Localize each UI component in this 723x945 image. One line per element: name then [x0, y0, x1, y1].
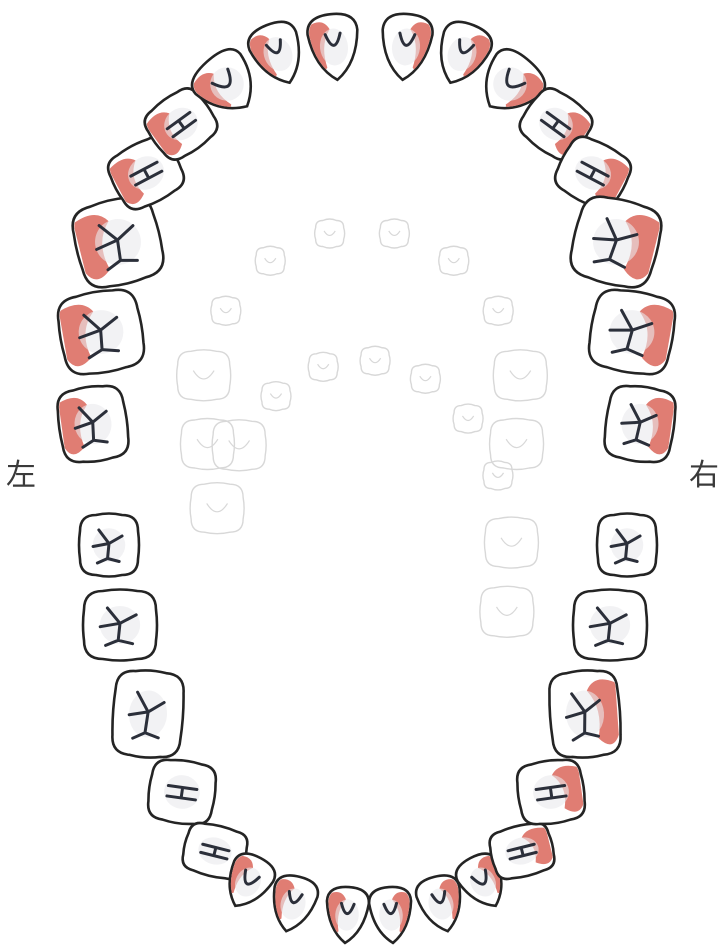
lower-primary-tooth [308, 352, 338, 381]
permanent-teeth-layer [54, 12, 680, 945]
lower-primary-tooth [480, 586, 534, 637]
upper-tooth-u-r8 [601, 382, 679, 466]
lower-primary-tooth [190, 483, 244, 534]
right-side-label: 右 [689, 461, 719, 491]
upper-tooth-u-l6 [67, 191, 169, 294]
upper-tooth-u-l2 [243, 16, 313, 92]
lower-primary-tooth [483, 461, 513, 490]
primary-teeth-outline-layer [177, 219, 548, 637]
upper-primary-tooth [180, 418, 234, 469]
upper-tooth-u-l7 [54, 285, 149, 379]
lower-primary-tooth [360, 346, 390, 375]
left-side-label: 左 [6, 461, 36, 491]
lower-primary-tooth [410, 364, 440, 393]
upper-primary-tooth [490, 418, 544, 469]
lower-primary-tooth [261, 382, 291, 411]
upper-primary-tooth [493, 350, 547, 401]
upper-primary-tooth [483, 296, 513, 325]
upper-primary-tooth [439, 246, 469, 275]
lower-tooth-l-l7 [83, 590, 157, 661]
lower-tooth-l-r7 [573, 590, 647, 661]
upper-tooth-u-r7 [585, 285, 680, 379]
upper-primary-tooth [315, 219, 345, 248]
upper-tooth-u-r6 [565, 191, 667, 294]
upper-tooth-u-r1 [378, 12, 435, 83]
upper-primary-tooth [211, 296, 241, 325]
lower-tooth-l-r1 [368, 886, 414, 945]
lower-tooth-l-l1 [324, 886, 370, 945]
upper-primary-tooth [379, 219, 409, 248]
upper-primary-tooth [255, 246, 285, 275]
lower-primary-tooth [212, 420, 266, 471]
lower-primary-tooth [484, 517, 538, 568]
lower-tooth-l-r8 [597, 514, 657, 577]
upper-primary-tooth [177, 350, 231, 401]
lower-tooth-l-r6 [547, 668, 623, 760]
upper-tooth-u-l1 [306, 12, 363, 83]
lower-tooth-l-l5 [145, 756, 219, 828]
lower-tooth-l-l8 [79, 514, 139, 577]
lower-tooth-l-r5 [514, 756, 588, 828]
lower-tooth-l-r4 [486, 819, 558, 883]
lower-tooth-l-l6 [110, 668, 186, 760]
lower-primary-tooth [453, 404, 483, 433]
upper-tooth-u-l8 [54, 382, 132, 466]
